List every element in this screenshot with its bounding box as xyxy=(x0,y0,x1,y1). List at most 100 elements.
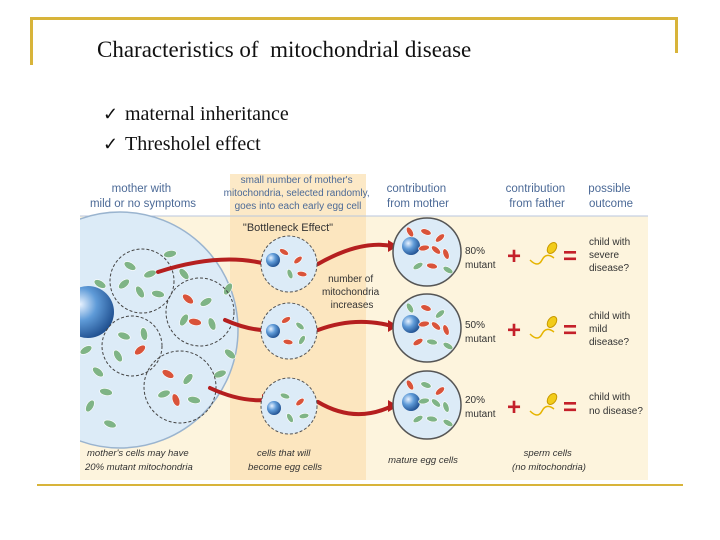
normal-mitochondrion xyxy=(426,338,438,346)
bullet-text: maternal inheritance xyxy=(125,103,289,125)
outcome-row-3: child with no disease? xyxy=(589,392,643,417)
early-egg-mitochondria xyxy=(279,248,310,423)
mitochondrial-inheritance-figure: mother with mild or no symptoms small nu… xyxy=(80,174,648,480)
normal-mitochondrion xyxy=(140,327,148,341)
caption-early-cells: cells that will become egg cells xyxy=(248,448,322,473)
slide-frame-left-line xyxy=(30,17,33,65)
mutant-mitochondrion xyxy=(281,316,291,324)
normal-mitochondrion xyxy=(157,389,171,399)
normal-mitochondrion xyxy=(298,335,306,345)
plus-symbol: + xyxy=(507,317,521,344)
early-egg-cell xyxy=(260,377,318,435)
normal-mitochondrion xyxy=(435,309,445,319)
bullet-item: ✓ Thresholel effect xyxy=(103,129,289,159)
early-egg-nucleus xyxy=(266,253,280,267)
outcome-row-2: child with mild disease? xyxy=(589,311,633,348)
normal-mitochondrion xyxy=(85,399,95,413)
mutant-mitochondrion xyxy=(161,369,175,379)
mutant-mitochondrion xyxy=(412,338,424,346)
early-egg-cell xyxy=(260,302,318,360)
mutant-mitochondrion xyxy=(188,318,202,326)
header-bottleneck: small number of mother's mitochondria, s… xyxy=(224,175,373,212)
caption-mother-cells: mother's cells may have 20% mutant mitoc… xyxy=(84,448,193,473)
plus-symbol: + xyxy=(507,394,521,421)
early-egg-nucleus xyxy=(266,324,280,338)
normal-mitochondrion xyxy=(224,348,236,360)
arrow-group xyxy=(156,242,394,417)
mature-egg-nucleus xyxy=(402,237,420,255)
sperm-icon xyxy=(529,393,558,416)
arrow-to-early-cell-1 xyxy=(156,257,268,274)
mutant-mitochondrion xyxy=(282,338,294,346)
normal-mitochondrion xyxy=(103,419,117,429)
normal-mitochondrion xyxy=(163,250,177,258)
slide-frame-right-line xyxy=(675,17,678,53)
plus-symbol: + xyxy=(507,243,521,270)
checkmark-icon: ✓ xyxy=(103,134,119,154)
normal-mitochondrion xyxy=(118,278,130,290)
normal-mitochondrion xyxy=(426,415,438,423)
mutant-mitochondrion xyxy=(406,379,414,391)
normal-mitochondrion xyxy=(442,342,454,350)
normal-mitochondrion xyxy=(412,415,424,423)
normal-mitochondrion xyxy=(420,381,432,389)
mutant-mitochondrion xyxy=(279,248,289,256)
normal-mitochondrion xyxy=(279,392,291,400)
mutant-mitochondrion xyxy=(406,226,414,238)
caption-sperm-cells: sperm cells (no mitochondria) xyxy=(512,448,586,473)
mature-egg-nucleus xyxy=(402,393,420,411)
normal-mitochondrion xyxy=(298,412,310,420)
equals-symbol: = xyxy=(563,394,577,421)
normal-mitochondrion xyxy=(187,396,201,404)
normal-mitochondrion xyxy=(93,279,107,289)
slide-title: Characteristics of mitochondrial disease xyxy=(97,37,472,62)
mutant-mitochondrion xyxy=(442,324,450,336)
mutant-percentage-row-3: 20% mutant xyxy=(465,395,496,420)
arrow-to-mature-cell-1 xyxy=(316,242,394,266)
early-egg-outline xyxy=(101,315,163,377)
mutant-percentage-row-2: 50% mutant xyxy=(465,320,496,345)
bullet-item: ✓ maternal inheritance xyxy=(103,99,289,129)
normal-mitochondrion xyxy=(92,366,104,378)
normal-mitochondrion xyxy=(431,398,441,408)
normal-mitochondrion xyxy=(113,349,123,363)
normal-mitochondrion xyxy=(151,290,165,298)
mature-egg-nucleus xyxy=(402,315,420,333)
arrow-to-early-cell-3 xyxy=(208,386,268,403)
checkmark-icon: ✓ xyxy=(103,104,119,124)
normal-mitochondrion xyxy=(207,317,217,331)
normal-mitochondrion xyxy=(182,373,194,385)
mutant-mitochondrion xyxy=(435,233,445,243)
header-possible-outcome: possible outcome xyxy=(588,183,633,210)
mutant-mitochondrion xyxy=(171,393,181,407)
mutant-mitochondrion xyxy=(418,320,430,328)
mature-egg-cell xyxy=(392,217,462,287)
caption-mature-egg-cells: mature egg cells xyxy=(388,455,458,466)
normal-mitochondrion xyxy=(286,268,294,280)
normal-mitochondrion xyxy=(223,282,233,296)
mutant-percentage-row-1: 80% mutant xyxy=(465,246,496,271)
mitochondria-increase-label: number of mitochondria increases xyxy=(322,274,382,311)
bullet-list: ✓ maternal inheritance ✓ Thresholel effe… xyxy=(103,99,289,159)
normal-mitochondrion xyxy=(406,302,414,314)
header-contribution-father: contribution from father xyxy=(506,183,569,210)
early-egg-outline xyxy=(165,277,235,347)
normal-mitochondrion xyxy=(178,268,190,280)
mutant-mitochondrion xyxy=(431,245,441,255)
arrow-to-mature-cell-2 xyxy=(316,319,394,332)
mutant-mitochondrion xyxy=(435,386,445,396)
early-egg-outline xyxy=(143,350,217,424)
mutant-mitochondrion xyxy=(431,321,441,331)
mutant-mitochondrion xyxy=(182,293,194,305)
bottleneck-effect-label: "Bottleneck Effect" xyxy=(243,222,333,234)
equals-symbol: = xyxy=(563,243,577,270)
mutant-mitochondrion xyxy=(295,397,305,407)
mutant-mitochondrion xyxy=(134,344,146,356)
mutant-mitochondrion xyxy=(426,262,438,270)
header-contribution-mother: contribution from mother xyxy=(387,183,450,210)
mutant-mitochondrion xyxy=(293,255,303,265)
normal-mitochondrion xyxy=(418,397,430,405)
sperm-icon xyxy=(529,316,558,339)
early-egg-cell xyxy=(260,235,318,293)
mutant-mitochondrion xyxy=(420,228,432,236)
